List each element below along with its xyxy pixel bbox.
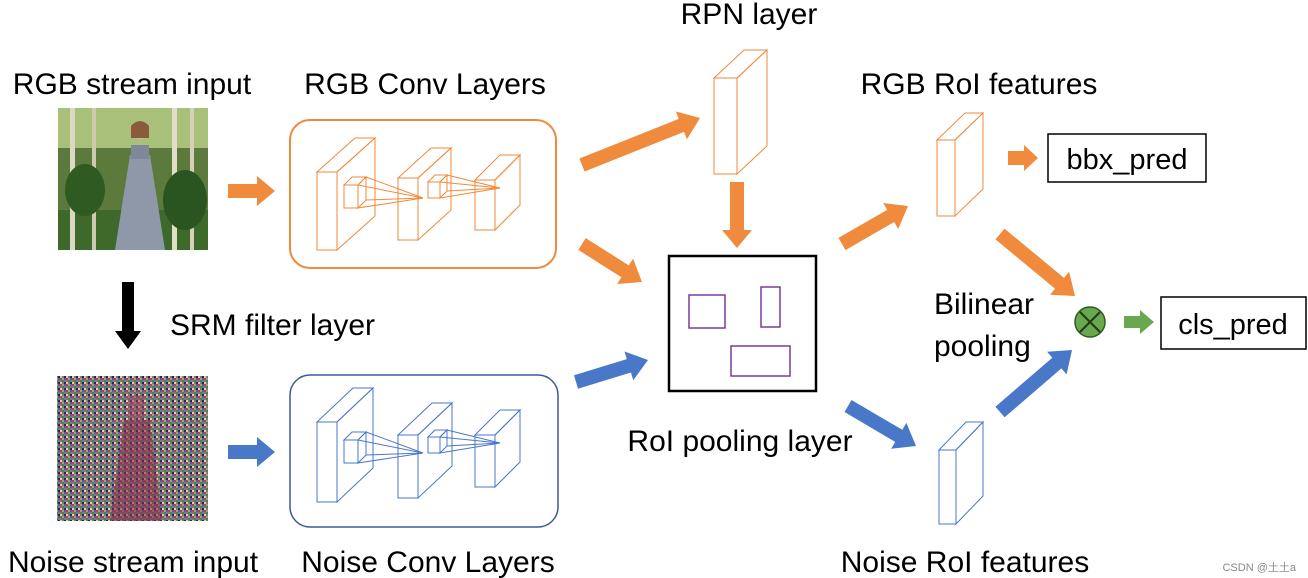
bilinear-pooling-label-line2: pooling [934, 330, 1031, 363]
noise-conv-layers-box [289, 374, 559, 528]
arrow-rgb-input-to-conv [228, 176, 275, 206]
arrow-rgb-feature-to-bilinear [995, 228, 1075, 296]
rpn-layer-block [712, 48, 769, 176]
bbx-pred-output: bbx_pred [1047, 133, 1207, 183]
roi-pooling-box [667, 254, 818, 393]
bbx-pred-label: bbx_pred [1067, 144, 1188, 176]
noise-input-image [57, 376, 208, 521]
arrow-srm-filter [115, 282, 141, 349]
cls-pred-label: cls_pred [1178, 309, 1288, 341]
arrow-noise-conv-to-roi-pooling [574, 351, 648, 389]
rgb-roi-features-label: RGB RoI features [861, 68, 1098, 101]
bilinear-pooling-label-line1: Bilinear [934, 288, 1034, 321]
rgb-input-image [58, 108, 208, 250]
srm-filter-layer-label: SRM filter layer [170, 309, 375, 342]
arrow-rgb-feature-to-bbx [1008, 145, 1038, 171]
rgb-conv-layers-label: RGB Conv Layers [304, 68, 546, 101]
arrow-roi-to-noise-feature [844, 400, 916, 449]
noise-roi-features-label: Noise RoI features [841, 546, 1089, 578]
noise-conv-layers-label: Noise Conv Layers [301, 546, 554, 578]
roi-pooling-layer-label: RoI pooling layer [627, 425, 852, 458]
rgb-conv-layers-box [289, 119, 557, 269]
arrow-rpn-to-roi-pooling [722, 182, 752, 248]
arrow-rgb-conv-to-rpn [579, 111, 700, 172]
noise-stream-input-label: Noise stream input [8, 546, 259, 578]
bilinear-product-icon [1074, 306, 1106, 338]
arrow-bilinear-to-cls [1124, 310, 1154, 334]
rgb-stream-input-label: RGB stream input [13, 68, 252, 101]
cls-pred-output: cls_pred [1160, 296, 1307, 350]
rgb-roi-feature-block [935, 111, 985, 218]
arrow-rgb-conv-to-roi-pooling [578, 238, 642, 284]
watermark: CSDN @土土a [1222, 561, 1296, 574]
rpn-layer-label: RPN layer [681, 0, 818, 31]
arrow-noise-feature-to-bilinear [995, 350, 1072, 418]
arrow-roi-to-rgb-feature [838, 203, 908, 251]
noise-roi-feature-block [937, 420, 985, 526]
arrow-noise-input-to-conv [228, 437, 275, 467]
